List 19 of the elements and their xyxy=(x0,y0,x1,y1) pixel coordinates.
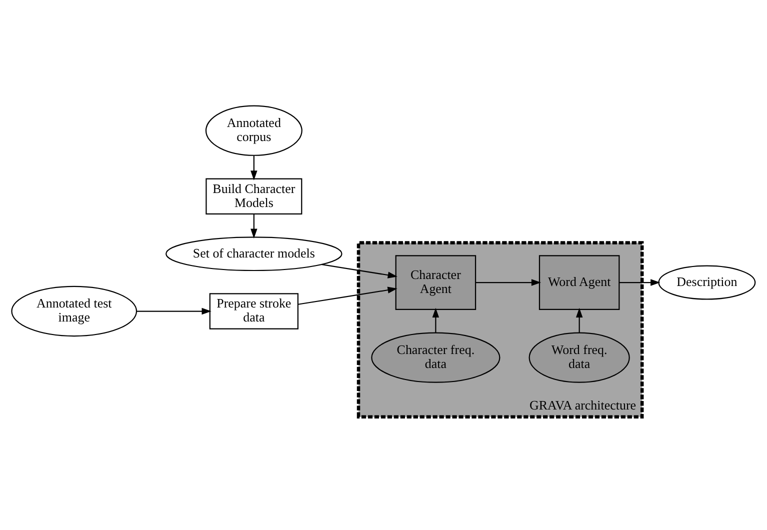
arrow xyxy=(432,308,440,333)
arrow xyxy=(136,308,212,315)
arrow xyxy=(322,264,398,278)
node-ellipse: Word freq. data xyxy=(528,332,630,383)
node-ellipse: Annotated test image xyxy=(11,286,138,337)
node-box: Prepare stroke data xyxy=(209,293,298,330)
node-ellipse: Character freq. data xyxy=(371,332,500,383)
arrow xyxy=(476,279,542,286)
arrow xyxy=(298,286,398,305)
node-box: Build Character Models xyxy=(206,178,302,215)
node-ellipse: Description xyxy=(658,265,756,300)
arrow xyxy=(250,156,258,180)
arrow xyxy=(619,279,660,286)
node-ellipse: Set of character models xyxy=(166,236,342,272)
node-box: Character Agent xyxy=(395,255,476,310)
node-ellipse: Annotated corpus xyxy=(205,105,302,156)
node-box: Word Agent xyxy=(538,255,620,310)
arrow xyxy=(250,214,258,238)
arrow xyxy=(576,308,583,333)
